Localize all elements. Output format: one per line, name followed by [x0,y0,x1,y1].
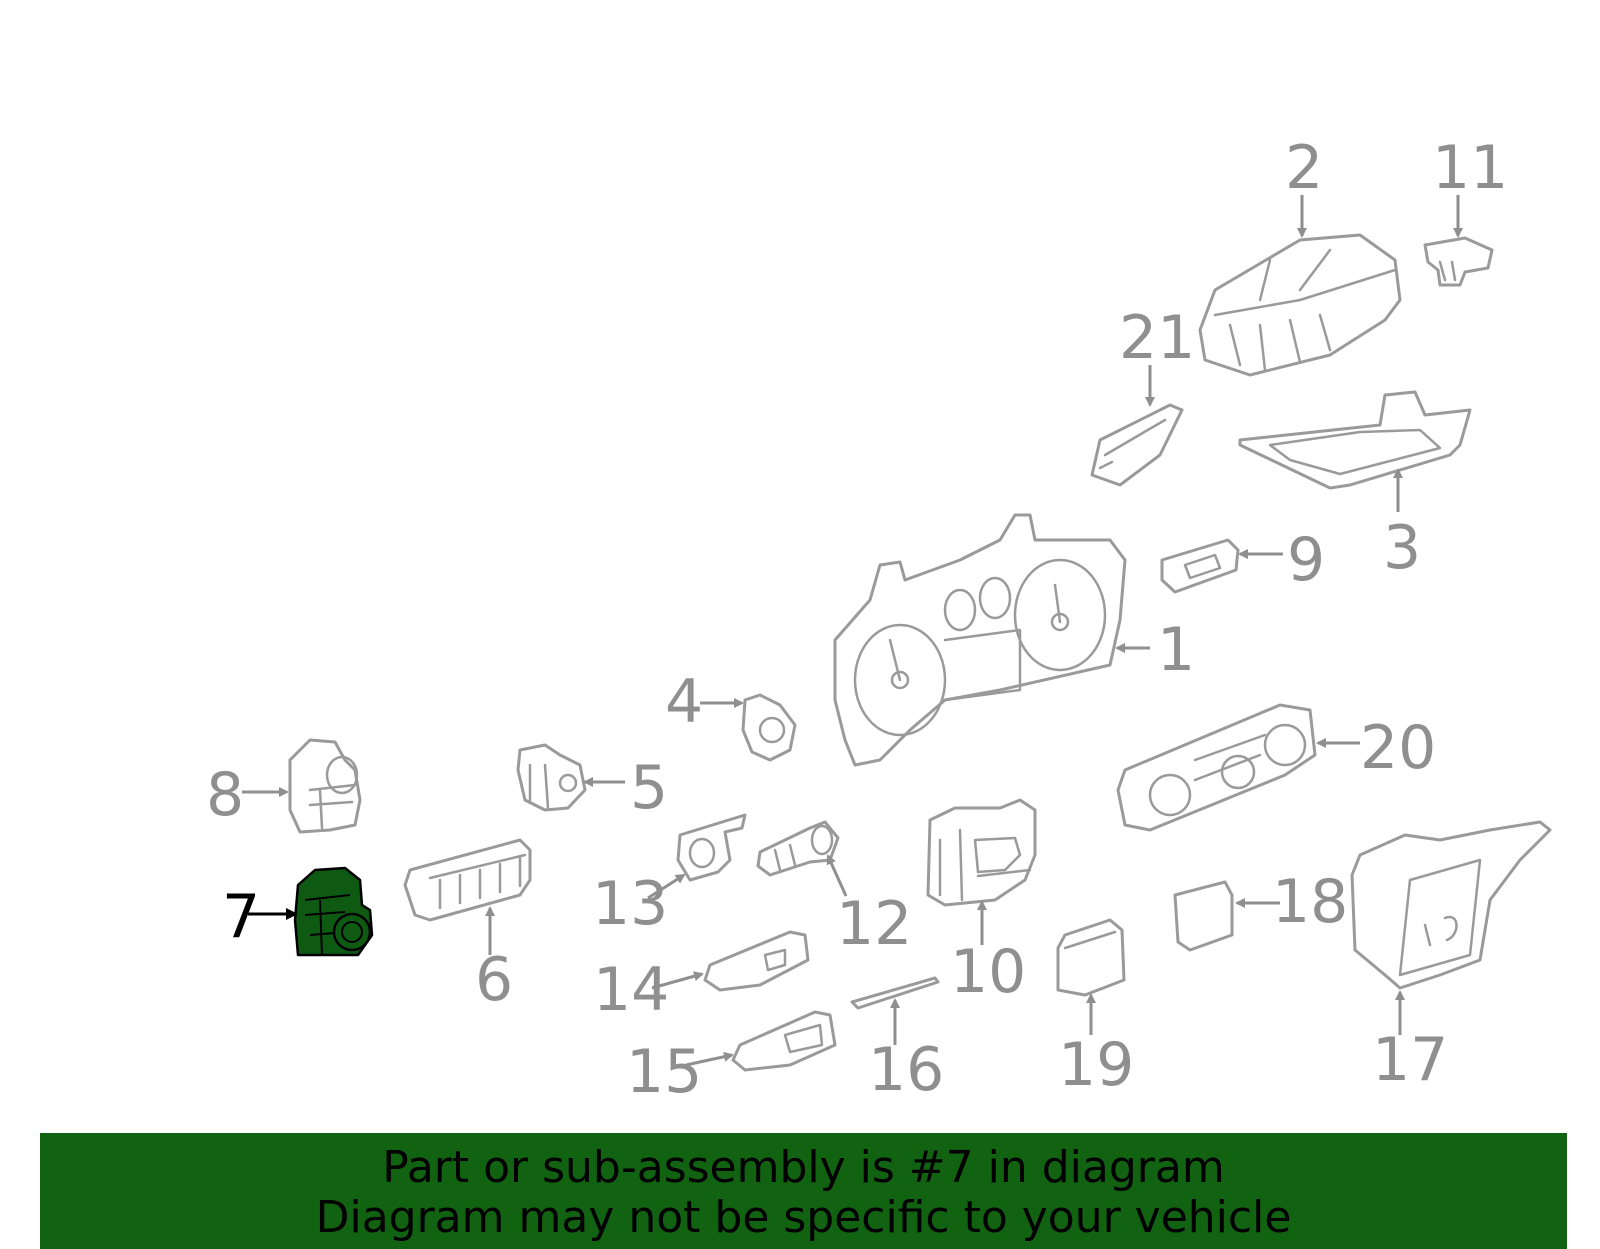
callout-19: 19 [1058,1030,1134,1100]
leader-arrow-12 [826,854,848,897]
callout-13: 13 [592,869,668,939]
part-15-switch [731,1010,837,1072]
part-17-storage-bin [1350,820,1552,990]
callout-12: 12 [836,889,912,959]
part-4-knob [741,693,797,762]
leader-arrow-14 [651,971,704,990]
part-6-switch-bank [403,838,532,922]
callout-16: 16 [868,1035,944,1105]
callout-8: 8 [206,760,244,830]
part-8-control [288,738,362,834]
callout-21: 21 [1119,303,1195,373]
info-banner: Part or sub-assembly is #7 in diagram Di… [40,1133,1567,1249]
callout-17: 17 [1372,1025,1448,1095]
callout-9: 9 [1287,525,1325,595]
callout-18: 18 [1272,867,1348,937]
callout-4: 4 [665,667,703,737]
callout-15: 15 [626,1037,702,1107]
part-2-module-housing [1198,233,1402,377]
callout-2: 2 [1285,133,1323,203]
part-7-highlighted-control [293,866,374,957]
callout-labels: 1 2 3 4 5 6 7 8 9 10 11 12 13 14 15 16 1… [206,133,1508,1107]
leader-arrows [242,195,1463,1067]
part-1-instrument-cluster [833,513,1127,767]
part-20-climate-control [1116,703,1317,832]
part-19-module [1056,918,1126,997]
callout-11: 11 [1432,133,1508,203]
part-10-switch-assembly [926,798,1037,907]
part-12-socket [756,820,840,877]
part-18-cover [1173,880,1234,952]
part-5-switch [516,743,587,812]
callout-10: 10 [950,937,1026,1007]
callout-14: 14 [593,955,669,1025]
callout-6: 6 [475,945,513,1015]
part-3-bracket-tray [1238,390,1472,490]
part-14-switch [703,930,810,992]
part-13-ring [676,813,747,882]
leader-arrow-15 [685,1051,734,1067]
callout-20: 20 [1360,713,1436,783]
part-9-switch [1160,538,1240,594]
banner-line-2: Diagram may not be specific to your vehi… [315,1192,1292,1243]
callout-5: 5 [630,753,668,823]
leader-arrow-13 [647,873,686,900]
part-16-strip [850,976,940,1010]
callout-3: 3 [1383,513,1421,583]
banner-line-1: Part or sub-assembly is #7 in diagram [382,1142,1225,1193]
callout-7: 7 [222,882,260,952]
part-21-display [1090,403,1184,487]
callout-1: 1 [1157,615,1195,685]
part-11-clip [1423,236,1494,287]
